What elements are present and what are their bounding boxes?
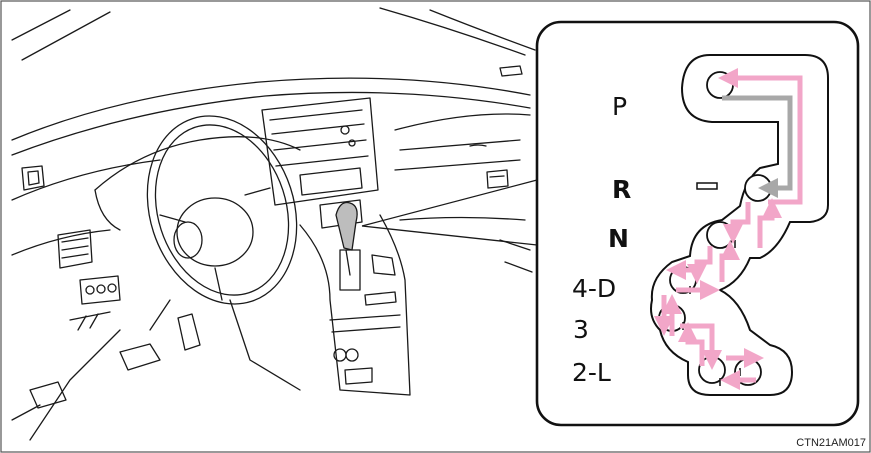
- gear-label-d: 4-D: [572, 274, 616, 303]
- dashboard-illustration: [11, 7, 536, 441]
- figure-code: CTN21AM017: [796, 437, 866, 449]
- gear-label-3: 3: [573, 315, 589, 344]
- gear-label-r: R: [612, 175, 631, 204]
- callout-lines: [361, 179, 538, 246]
- release-arrow: [722, 95, 793, 198]
- gear-label-n: N: [608, 224, 629, 253]
- gear-label-2l: 2-L: [572, 358, 611, 387]
- r-position-dash: [696, 182, 718, 190]
- shift-arrows: [654, 68, 803, 390]
- gear-label-p: P: [612, 92, 627, 121]
